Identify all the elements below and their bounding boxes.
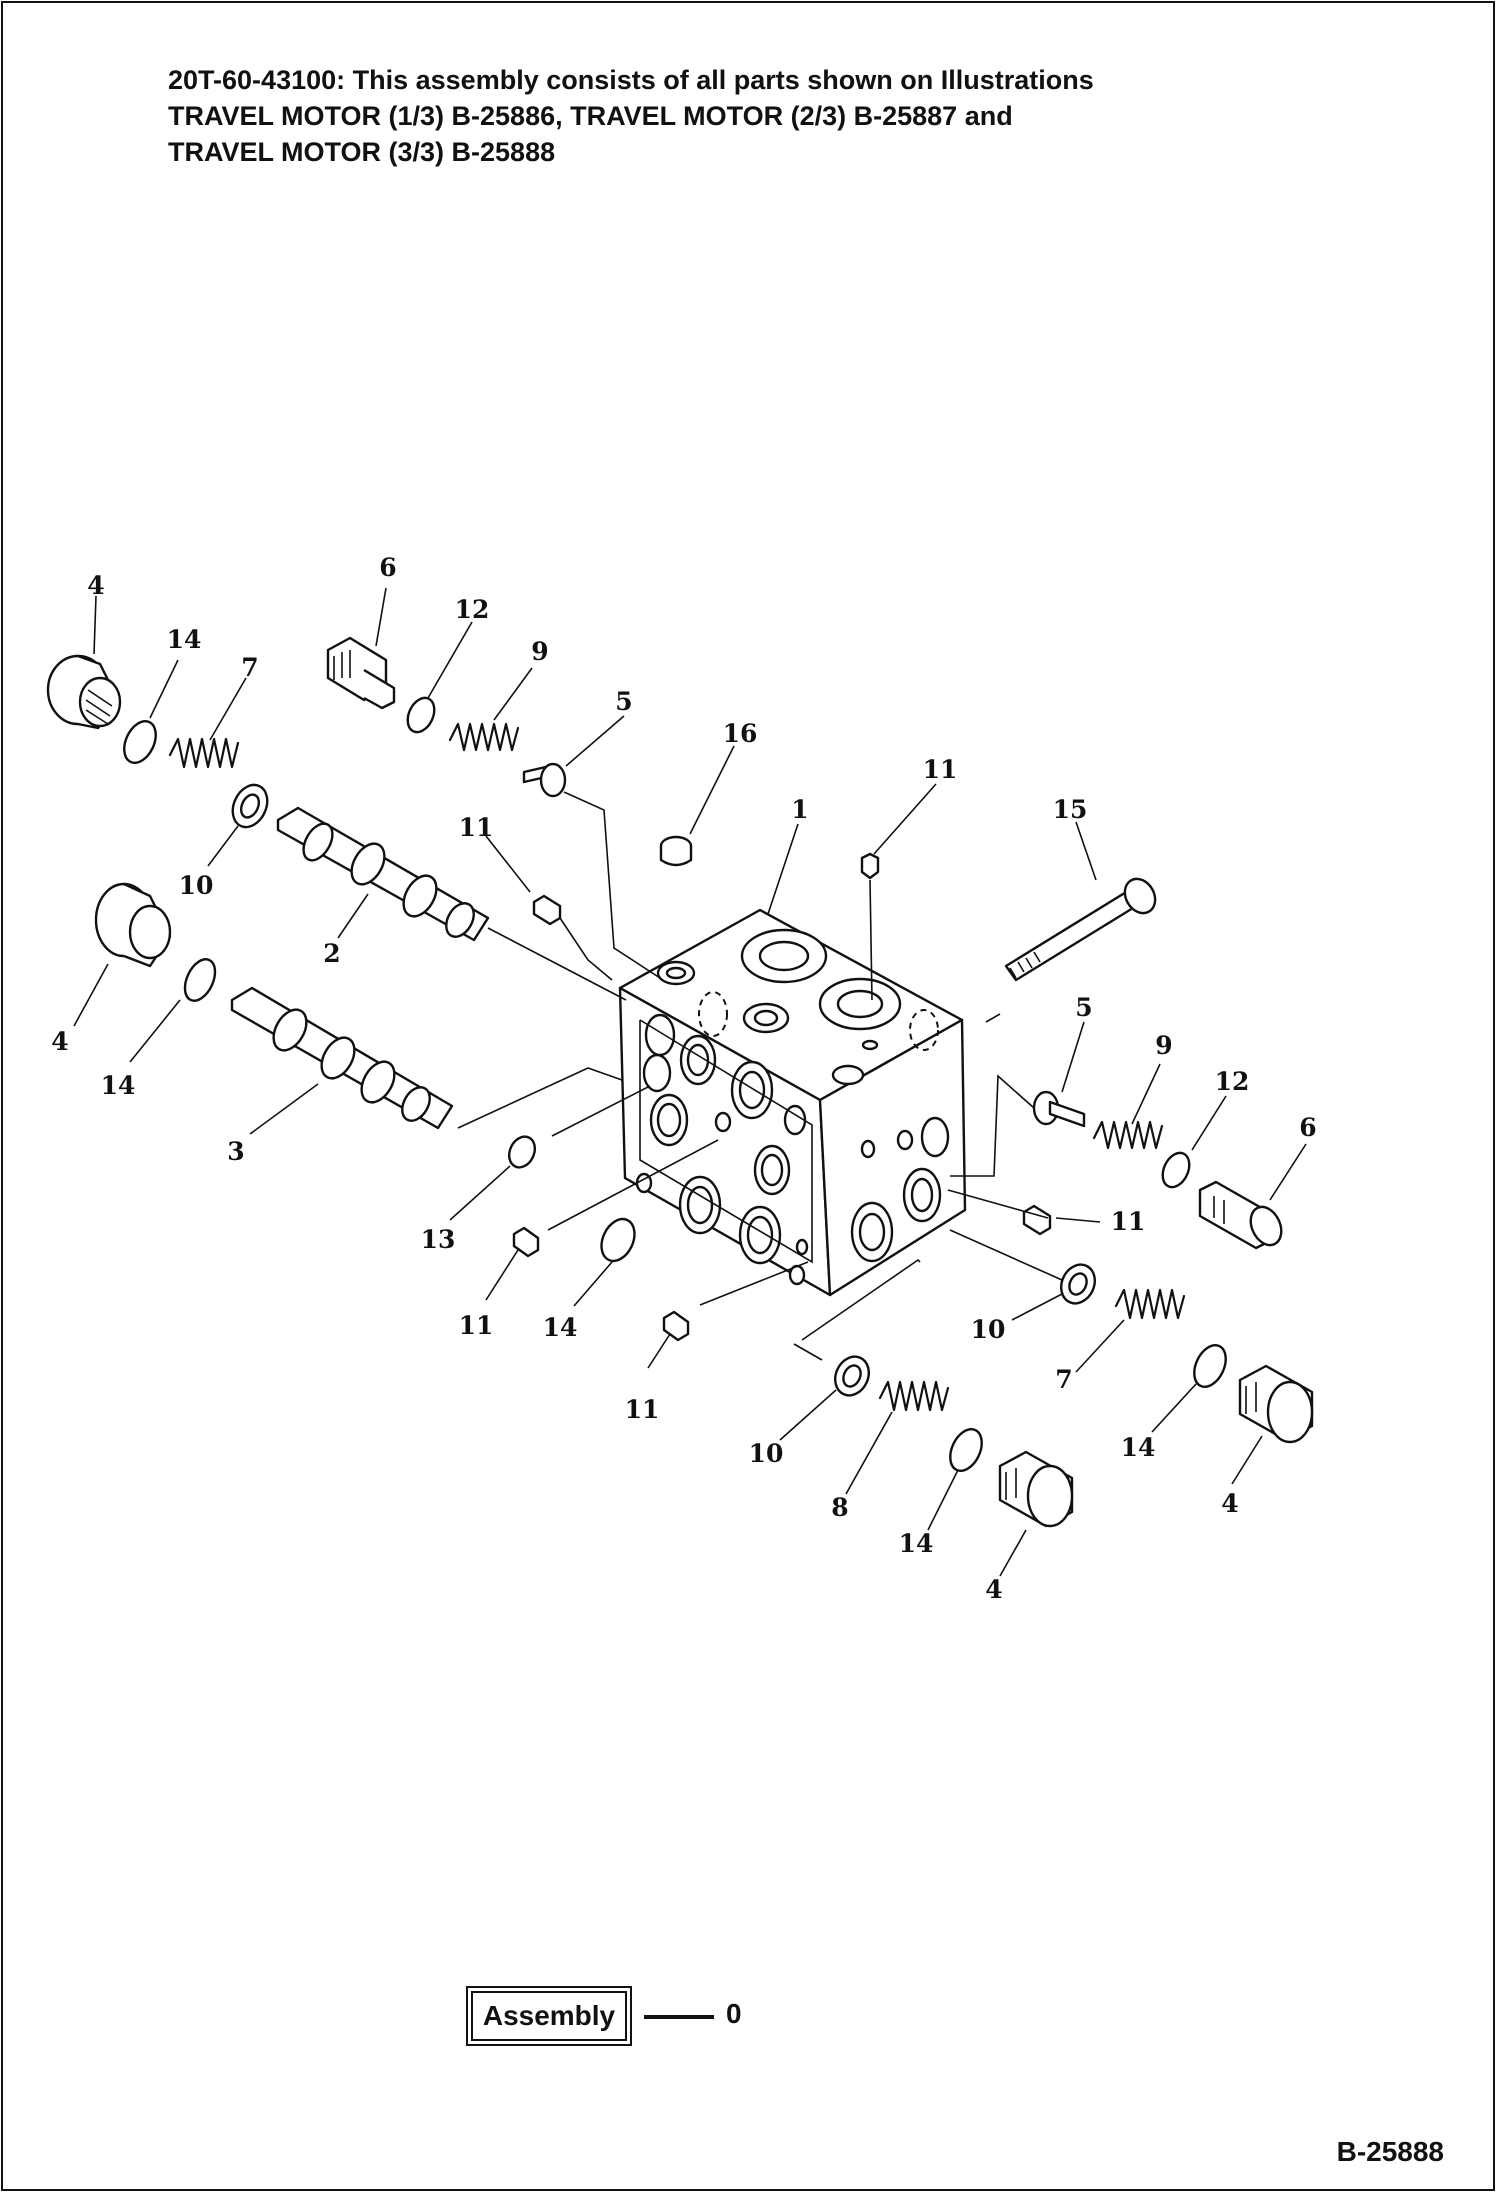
plug-6-right: [1198, 1180, 1283, 1250]
assembly-legend-line: [644, 2015, 714, 2019]
figure-number: B-25888: [1336, 2136, 1444, 2167]
callout-10-upper-left: 10: [179, 871, 214, 900]
assembly-legend-value: 0: [726, 1998, 742, 2029]
callout-14-mid-left: 14: [101, 1071, 136, 1100]
callout-4-upper-left: 4: [87, 571, 104, 600]
o-ring-14-mid-left: [183, 958, 217, 1002]
leader-lines: [73, 587, 1307, 1577]
ring-10-bottom: [834, 1355, 870, 1397]
poppet-5-right: [1032, 1090, 1086, 1128]
callout-13: 13: [421, 1225, 456, 1254]
callout-6-upper: 6: [379, 553, 396, 582]
callout-12-right: 12: [1215, 1067, 1250, 1096]
callout-7-upper-left: 7: [241, 653, 258, 682]
callout-9-upper: 9: [531, 637, 548, 666]
plug-4-mid-left: [94, 882, 172, 968]
spool-3: [230, 986, 454, 1130]
o-ring-13: [507, 1135, 537, 1169]
callout-4-lower-right: 4: [1221, 1489, 1238, 1518]
callout-6-right: 6: [1299, 1113, 1316, 1142]
plug-4-lower-right: [1238, 1364, 1314, 1444]
o-ring-14-upper-left: [123, 720, 157, 764]
plug-11-lower-2: [662, 1310, 690, 1342]
plug-11-lower-1: [512, 1226, 540, 1258]
callout-14-upper-left: 14: [167, 625, 202, 654]
callout-11-upper-left: 11: [459, 813, 494, 842]
plug-11-right: [1022, 1204, 1052, 1236]
plug-16: [659, 835, 693, 867]
callout-14-lower-right: 14: [1121, 1433, 1156, 1462]
callout-14-bottom: 14: [899, 1529, 934, 1558]
callout-7-lower-right: 7: [1055, 1365, 1072, 1394]
callout-11-lower-2: 11: [625, 1395, 660, 1424]
plug-4-bottom: [998, 1450, 1074, 1528]
callout-5-right: 5: [1075, 993, 1092, 1022]
assembly-guide-lines: [457, 791, 1063, 1361]
plug-11-upper-left: [532, 894, 562, 926]
callout-12-upper: 12: [455, 595, 490, 624]
callout-11-top: 11: [923, 755, 958, 784]
plug-6-upper: [326, 636, 396, 710]
spring-7-lower-right: [1114, 1288, 1186, 1320]
callout-4-bottom: 4: [985, 1575, 1002, 1604]
callout-8: 8: [831, 1493, 848, 1522]
assembly-note-line-1: 20T-60-43100: This assembly consists of …: [168, 65, 1094, 95]
spring-8: [878, 1380, 950, 1412]
assembly-note-line-2: TRAVEL MOTOR (1/3) B-25886, TRAVEL MOTOR…: [168, 101, 1013, 131]
callout-1: 1: [791, 795, 808, 824]
o-ring-14-lower-right: [1193, 1344, 1227, 1388]
callout-15: 15: [1053, 795, 1088, 824]
spool-2: [276, 806, 490, 942]
bolt-15: [1004, 877, 1157, 982]
callout-10-lower-right: 10: [971, 1315, 1006, 1344]
o-ring-12-right: [1161, 1151, 1191, 1189]
spring-7-upper-left: [168, 737, 240, 769]
callout-4-mid-left: 4: [51, 1027, 68, 1056]
o-ring-14-bottom: [949, 1428, 983, 1472]
plug-4-upper-left: [46, 654, 122, 730]
callout-2: 2: [323, 939, 340, 968]
callout-10-bottom: 10: [749, 1439, 784, 1468]
plug-11-top: [860, 852, 880, 880]
callout-14-lower-left: 14: [543, 1313, 578, 1342]
callout-16: 16: [723, 719, 758, 748]
assembly-note-line-3: TRAVEL MOTOR (3/3) B-25888: [168, 137, 556, 167]
poppet-5-upper: [522, 762, 567, 798]
callout-9-right: 9: [1155, 1031, 1172, 1060]
assembly-legend-label: Assembly: [482, 2000, 616, 2031]
callout-3: 3: [227, 1137, 244, 1166]
ring-10-lower-right: [1060, 1263, 1096, 1305]
o-ring-14-lower-left: [600, 1217, 636, 1263]
o-ring-12-upper: [406, 696, 436, 734]
callout-5-upper: 5: [615, 687, 632, 716]
valve-body: [618, 908, 967, 1297]
callout-11-lower-1: 11: [459, 1311, 494, 1340]
assembly-note: 20T-60-43100: This assembly consists of …: [168, 62, 1428, 170]
assembly-legend-box: Assembly: [466, 1986, 632, 2046]
callout-numbers: 4 14 7 10 2 4 14 3 6 12 9 5 11 16 1 11 1…: [51, 553, 1316, 1604]
spring-9-right: [1092, 1120, 1164, 1150]
callout-11-right: 11: [1111, 1207, 1146, 1236]
ring-10-upper-left: [231, 783, 269, 829]
spring-9-upper: [448, 722, 520, 752]
